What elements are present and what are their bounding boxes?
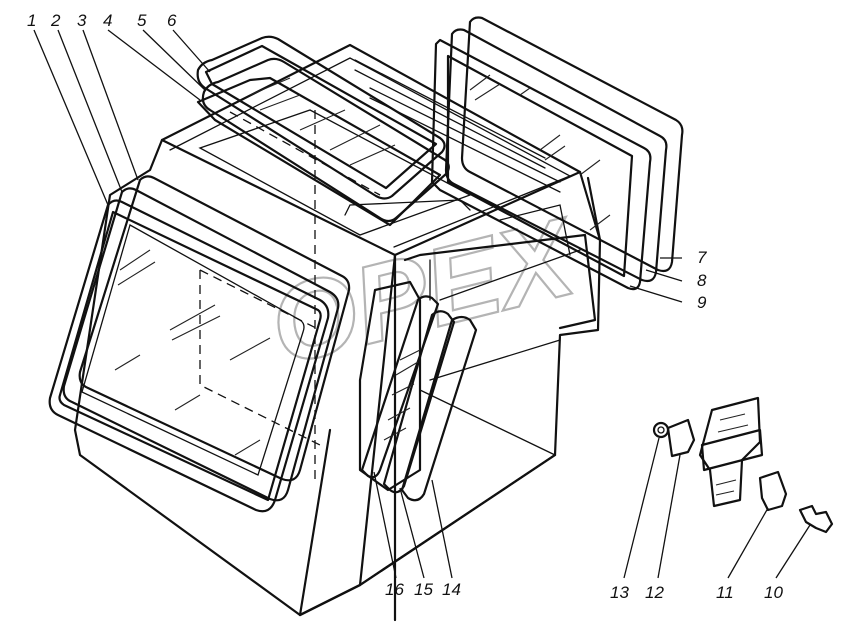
floor-inner [419, 389, 556, 456]
callout-4: 4 [103, 11, 112, 30]
callout-9: 9 [697, 293, 707, 312]
roof-hatch-opening [198, 109, 472, 236]
callout-11: 11 [716, 583, 734, 602]
front-frame [78, 175, 351, 482]
callout-10: 10 [764, 583, 783, 602]
hatch-seal-6-inner [204, 44, 438, 190]
rear-glass-assembly [430, 16, 684, 291]
hinge-knuckle [700, 428, 764, 472]
callout-15: 15 [414, 580, 433, 599]
hinge-spacer-plate [666, 418, 696, 458]
side-window-top [403, 233, 597, 330]
leader-1 [33, 29, 109, 206]
hinge-plate [698, 396, 762, 508]
leader-2 [57, 29, 123, 193]
leader-8 [645, 269, 683, 282]
leader-lines [33, 29, 811, 579]
hatch-hidden-edge [229, 111, 381, 196]
interior-side-lines [429, 249, 581, 381]
leader-10 [775, 524, 811, 579]
hinge-nut-hole [657, 426, 665, 434]
callout-2: 2 [50, 11, 61, 30]
callout-labels: 1 2 3 4 5 6 7 8 9 10 11 12 13 14 15 16 [27, 11, 783, 602]
hatch-glass-4 [196, 76, 442, 227]
door-glass-reflections [383, 349, 421, 441]
rear-pillar [586, 176, 602, 242]
rear-frame-9 [430, 38, 652, 291]
hinge-bolt [798, 504, 834, 534]
leader-11 [727, 507, 769, 579]
front-glass-reflections [114, 249, 271, 456]
rear-glass-8 [444, 28, 668, 283]
rear-window-opening [499, 204, 571, 256]
rear-glass-pane [446, 54, 634, 278]
front-glass-pane [81, 224, 305, 476]
callout-8: 8 [697, 271, 707, 290]
callout-12: 12 [645, 583, 664, 602]
leader-6 [172, 29, 211, 73]
door-glass-assembly [360, 295, 478, 502]
callout-3: 3 [77, 11, 87, 30]
callout-7: 7 [697, 248, 707, 267]
leader-3 [82, 29, 139, 181]
cab-floor-edge [298, 453, 557, 617]
front-glass-assembly [48, 175, 351, 513]
callout-6: 6 [167, 11, 177, 30]
callout-5: 5 [137, 11, 147, 30]
callout-14: 14 [442, 580, 461, 599]
front-seal-outer-inner-edge [58, 210, 322, 502]
leader-13 [623, 437, 660, 579]
leader-15 [399, 487, 425, 579]
leader-4 [107, 29, 201, 101]
rear-glass-reflections [469, 74, 611, 231]
leader-9 [629, 285, 683, 303]
leader-16 [373, 471, 397, 579]
hinge-nut [652, 421, 670, 439]
roof-hatch-glass-assembly [196, 35, 450, 227]
roof-hatch-frame [344, 199, 471, 216]
callout-13: 13 [610, 583, 629, 602]
door-frame-14 [400, 315, 478, 502]
rear-seal-7 [460, 16, 684, 273]
callout-1: 1 [27, 11, 36, 30]
hatch-seal-6 [196, 35, 446, 200]
front-glass [62, 187, 340, 502]
hatch-glass-reflections [249, 77, 396, 166]
hinge-plate-shading [715, 413, 749, 496]
roof-ribs [354, 59, 561, 193]
leader-12 [657, 454, 681, 579]
door-seal-16 [360, 295, 440, 479]
hinge-washer-plate [758, 470, 788, 512]
cab-body [73, 43, 602, 622]
leader-5 [142, 29, 206, 91]
callout-16: 16 [385, 580, 404, 599]
leader-14 [431, 479, 453, 579]
hinge-hardware [652, 396, 834, 534]
